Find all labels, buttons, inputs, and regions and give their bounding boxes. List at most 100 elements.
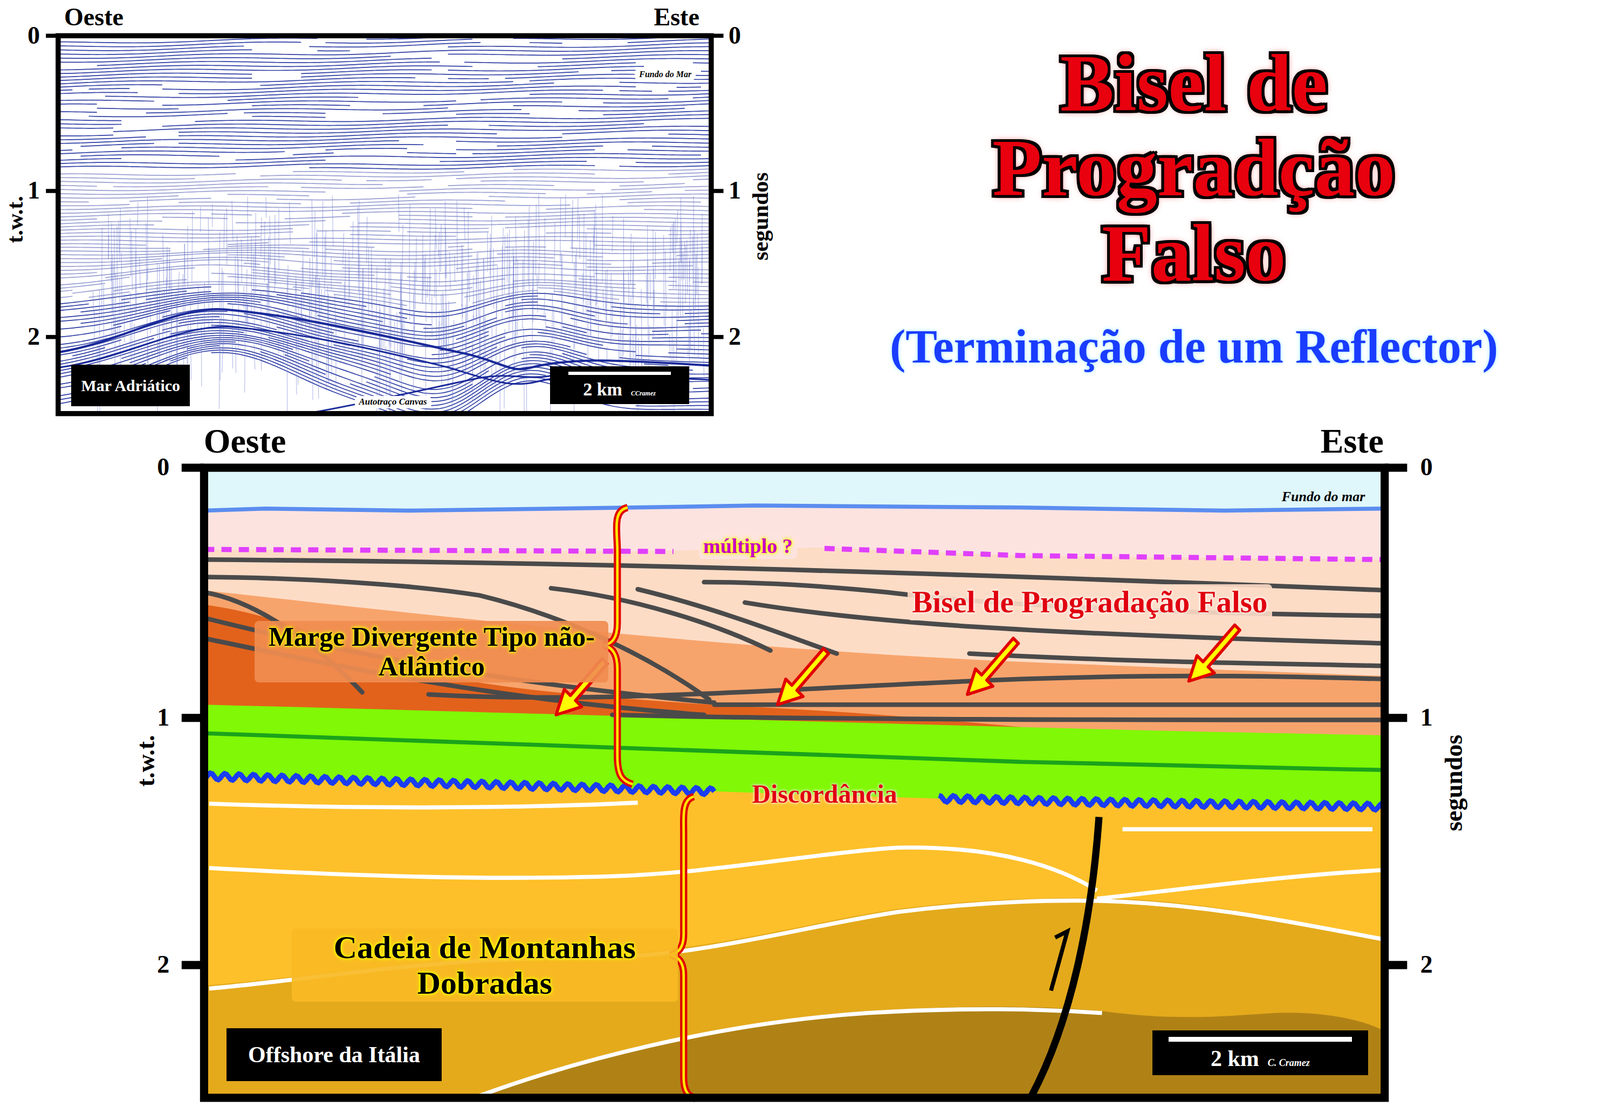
- seismic-reflector: [113, 178, 179, 180]
- seismic-noise: [439, 249, 441, 286]
- seismic-reflector: [113, 57, 130, 59]
- seismic-reflector: [97, 158, 122, 160]
- seismic-noise: [595, 230, 597, 306]
- seismic-reflector: [423, 102, 489, 106]
- seismic-reflector: [80, 218, 97, 220]
- seismic-noise: [264, 221, 266, 283]
- seismic-reflector: [235, 222, 277, 224]
- seismic-noise: [696, 234, 698, 295]
- seismic-reflector: [423, 368, 457, 373]
- seismic-noise: [342, 232, 345, 265]
- seismic-reflector: [701, 193, 710, 195]
- seismic-reflector: [578, 77, 636, 80]
- seismic-reflector: [545, 232, 579, 234]
- seismic-noise: [131, 230, 133, 291]
- seismic-reflector: [97, 84, 130, 86]
- seismic-reflector: [513, 105, 563, 107]
- seismic-noise: [431, 294, 433, 338]
- seismic-reflector: [308, 45, 359, 48]
- seismic-reflector: [146, 139, 163, 141]
- seismic-reflector: [610, 187, 677, 190]
- seismic-reflector: [456, 162, 522, 166]
- seismic-reflector: [684, 322, 710, 324]
- seismic-reflector: [676, 82, 710, 84]
- seismic-noise: [182, 273, 184, 324]
- seismic-noise: [247, 196, 249, 262]
- seismic-reflector: [651, 337, 710, 339]
- seismic-reflector: [537, 143, 571, 146]
- seismic-noise: [673, 222, 674, 290]
- seismic-reflector: [58, 225, 81, 228]
- seismic-reflector: [545, 213, 620, 217]
- seismic-noise: [606, 269, 608, 321]
- seismic-noise: [545, 313, 547, 335]
- seismic-reflector: [521, 161, 555, 163]
- seismic-reflector: [668, 277, 710, 279]
- seismic-reflector: [358, 175, 391, 178]
- seismic-reflector: [578, 106, 644, 108]
- seismic-noise: [322, 201, 324, 277]
- seismic-reflector: [251, 97, 301, 100]
- seismic-reflector: [668, 111, 702, 113]
- seismic-noise: [553, 307, 555, 347]
- seismic-reflector: [366, 271, 440, 274]
- seismic-reflector: [170, 42, 244, 46]
- seismic-reflector: [235, 61, 293, 63]
- seismic-reflector: [211, 151, 236, 153]
- seismic-reflector: [358, 125, 432, 129]
- seismic-reflector: [382, 363, 416, 374]
- seismic-reflector: [643, 204, 661, 206]
- seismic-reflector: [58, 211, 114, 214]
- seismic-reflector: [58, 60, 130, 63]
- seismic-noise: [560, 197, 561, 263]
- seismic-reflector: [472, 117, 514, 119]
- seismic-reflector: [472, 49, 497, 51]
- seismic-reflector: [390, 174, 465, 177]
- seismic-noise: [472, 275, 474, 320]
- seismic-reflector: [243, 41, 301, 44]
- seismic-noise: [677, 258, 679, 321]
- seismic-reflector: [594, 38, 652, 40]
- seismic-reflector: [366, 163, 383, 165]
- scale-text-row: 2 kmCCramez: [568, 379, 671, 400]
- seismic-reflector: [545, 250, 579, 252]
- seismic-reflector: [382, 243, 416, 245]
- seismic-reflector: [227, 276, 293, 283]
- seismic-reflector: [219, 120, 293, 121]
- seismic-reflector: [374, 143, 424, 146]
- seismic-reflector: [692, 380, 710, 382]
- seismic-reflector: [610, 322, 628, 325]
- seismic-noise: [409, 263, 411, 320]
- seismic-noise: [469, 269, 471, 302]
- folded-core: [479, 1006, 1385, 1098]
- seismic-reflector: [58, 45, 106, 47]
- seismic-reflector: [154, 45, 171, 47]
- seismic-reflector: [676, 186, 710, 188]
- seismic-noise: [348, 250, 350, 308]
- seismic-noise: [384, 257, 386, 327]
- seismic-noise: [701, 245, 703, 284]
- seismic-reflector: [692, 308, 710, 311]
- seismic-noise: [166, 253, 168, 286]
- seismic-reflector: [186, 69, 244, 71]
- seismic-reflector: [341, 77, 375, 79]
- seismic-reflector: [58, 57, 114, 59]
- seismic-reflector: [358, 246, 375, 247]
- seismic-noise: [574, 262, 576, 348]
- seismic-noise: [596, 263, 597, 305]
- seismic-reflector: [578, 217, 628, 219]
- seismic-noise: [129, 217, 132, 277]
- seismic-noise: [388, 260, 390, 346]
- seismic-reflector: [619, 129, 693, 132]
- seismic-reflector: [58, 239, 98, 241]
- seismic-reflector: [668, 233, 710, 236]
- seismic-noise: [146, 296, 148, 365]
- seismic-noise: [653, 289, 655, 338]
- seismic-reflector: [537, 332, 603, 346]
- seismic-reflector: [58, 73, 130, 78]
- seismic-reflector: [243, 81, 277, 82]
- seismic-reflector: [578, 110, 612, 112]
- seismic-reflector: [194, 64, 228, 66]
- seismic-reflector: [72, 173, 89, 175]
- seismic-reflector: [308, 275, 375, 279]
